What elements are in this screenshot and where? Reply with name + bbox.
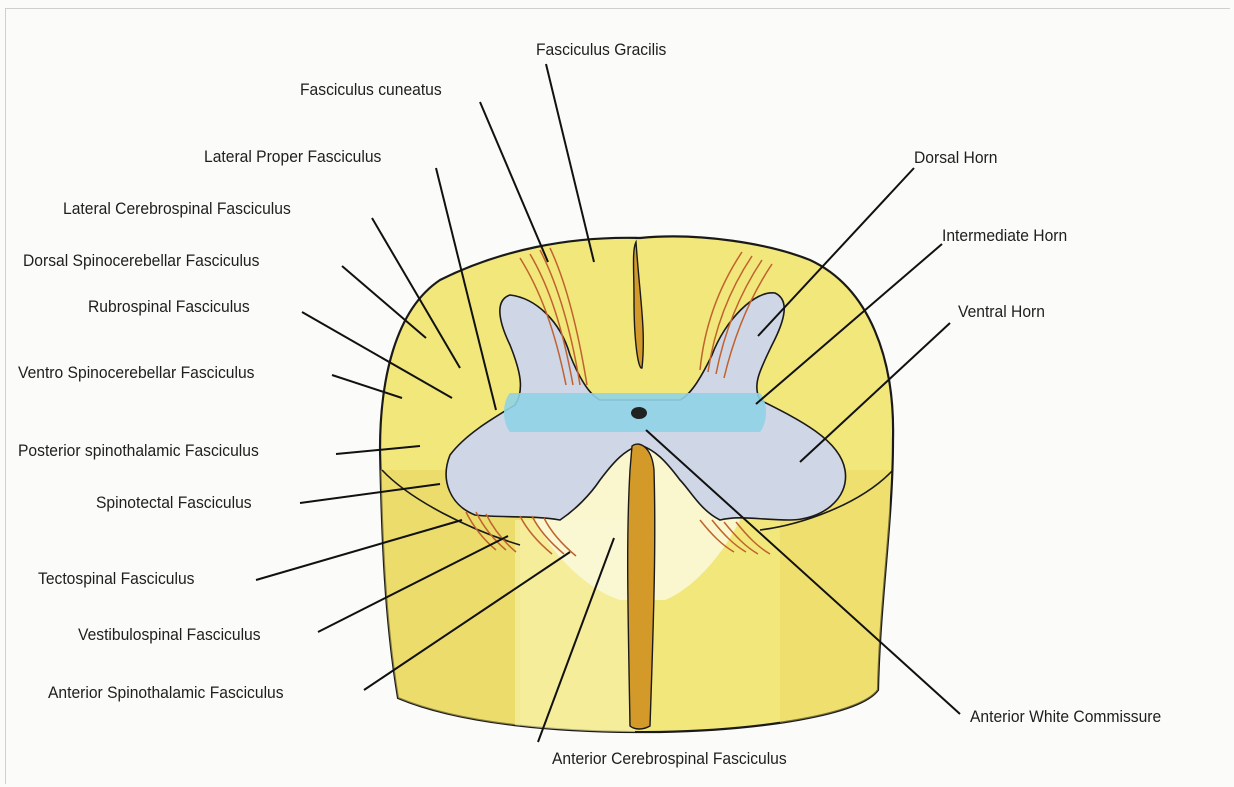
leader-fasciculus-gracilis (546, 64, 594, 262)
label-intermediate-horn: Intermediate Horn (942, 226, 1067, 246)
leader-dorsal-spinocerebellar (342, 266, 426, 338)
label-tectospinal-fasciculus: Tectospinal Fasciculus (38, 569, 194, 589)
leader-fasciculus-cuneatus (480, 102, 548, 262)
label-lateral-cerebrospinal-fasciculus: Lateral Cerebrospinal Fasciculus (63, 199, 291, 219)
label-dorsal-spinocerebellar-fasciculus: Dorsal Spinocerebellar Fasciculus (23, 251, 259, 271)
label-spinotectal-fasciculus: Spinotectal Fasciculus (96, 493, 252, 513)
label-fasciculus-gracilis: Fasciculus Gracilis (536, 40, 666, 60)
label-ventro-spinocerebellar-fasciculus: Ventro Spinocerebellar Fasciculus (18, 363, 254, 383)
label-rubrospinal-fasciculus: Rubrospinal Fasciculus (88, 297, 250, 317)
label-anterior-white-commissure: Anterior White Commissure (970, 707, 1161, 727)
anterior-median-fissure (628, 444, 655, 729)
label-ventral-horn: Ventral Horn (958, 302, 1045, 322)
label-vestibulospinal-fasciculus: Vestibulospinal Fasciculus (78, 625, 261, 645)
label-lateral-proper-fasciculus: Lateral Proper Fasciculus (204, 147, 381, 167)
label-anterior-cerebrospinal-fasciculus: Anterior Cerebrospinal Fasciculus (552, 749, 787, 769)
label-anterior-spinothalamic-fasciculus: Anterior Spinothalamic Fasciculus (48, 683, 284, 703)
label-dorsal-horn: Dorsal Horn (914, 148, 997, 168)
label-fasciculus-cuneatus: Fasciculus cuneatus (300, 80, 442, 100)
central-canal (631, 407, 647, 419)
label-posterior-spinothalamic-fasciculus: Posterior spinothalamic Fasciculus (18, 441, 259, 461)
